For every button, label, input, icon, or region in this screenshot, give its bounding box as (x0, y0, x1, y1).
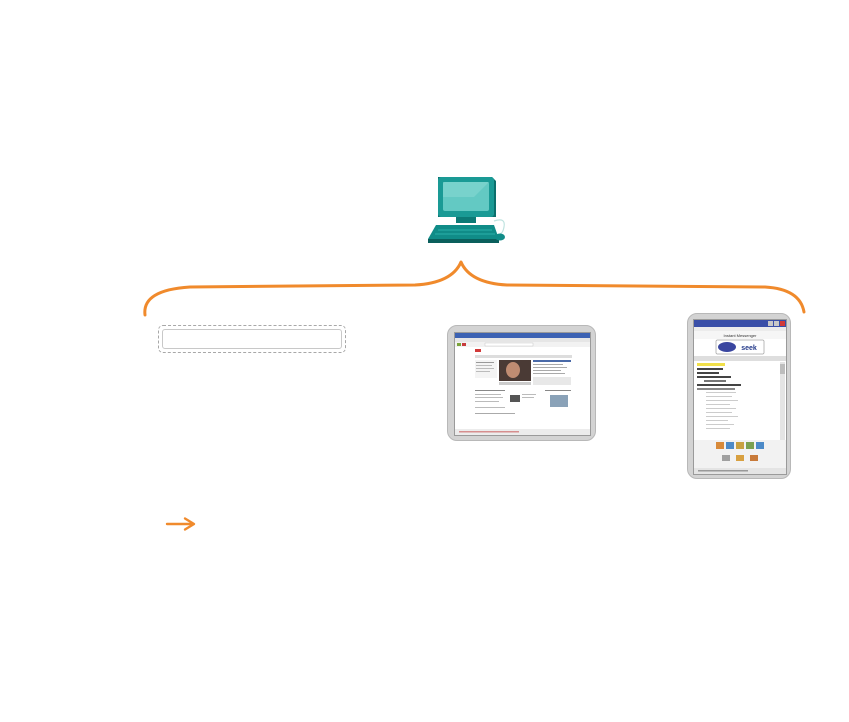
messenger-window-title: Instant Messenger (724, 333, 758, 338)
desktop-computer-icon (428, 177, 505, 243)
browser-screen (454, 332, 591, 436)
instant-messenger-screenshot: Instant Messenger seek (687, 313, 791, 479)
text-message-box (158, 325, 346, 353)
messenger-brand-logo: seek (741, 345, 757, 352)
right-arrow-icon (165, 517, 196, 531)
text-message-box-inner (162, 329, 342, 349)
web-browser-screenshot (447, 325, 596, 441)
brace-connector (143, 260, 806, 317)
brace-curve (143, 260, 806, 317)
messenger-window-thumbnail: Instant Messenger seek (694, 320, 786, 474)
messenger-screen: Instant Messenger seek (693, 319, 787, 475)
browser-page-thumbnail (455, 333, 590, 435)
